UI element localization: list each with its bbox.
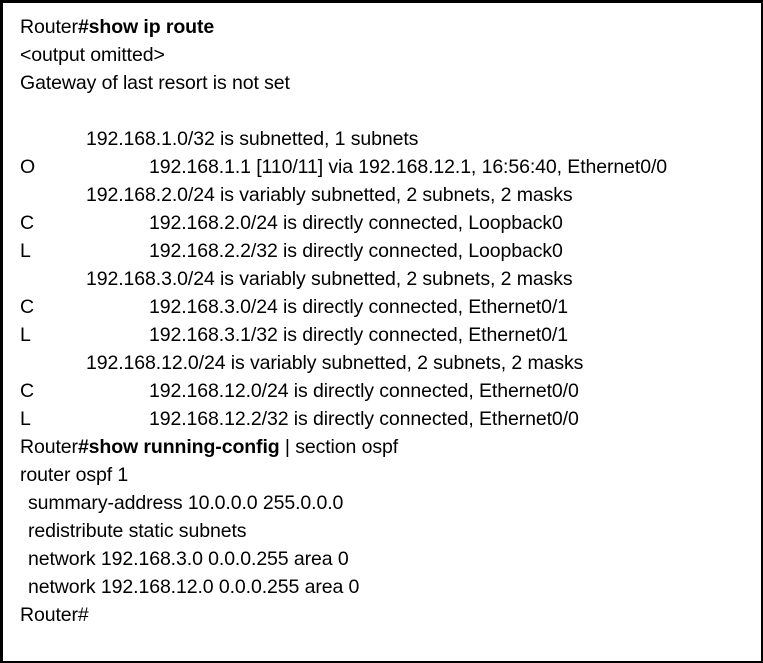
route-code: C — [20, 380, 34, 402]
route-entry-text: 192.168.2.2/32 is directly connected, Lo… — [149, 240, 563, 262]
command-text: #show ip route — [77, 16, 215, 38]
command-pipe-filter: | section ospf — [279, 436, 399, 458]
route-code: C — [20, 212, 34, 234]
command-line-show-running-config: Router#show running-config | section osp… — [20, 433, 761, 461]
route-row: O 192.168.1.1 [110/11] via 192.168.12.1,… — [20, 153, 761, 181]
route-entry-text: 192.168.3.1/32 is directly connected, Et… — [149, 324, 568, 346]
command-line-show-ip-route: Router#show ip route — [20, 13, 761, 41]
subnet-header-line: 192.168.3.0/24 is variably subnetted, 2 … — [86, 268, 573, 290]
ospf-process-line: router ospf 1 — [20, 464, 129, 486]
subnet-header-line: 192.168.2.0/24 is variably subnetted, 2 … — [86, 184, 573, 206]
route-row: L 192.168.2.2/32 is directly connected, … — [20, 237, 761, 265]
ospf-config-line: redistribute static subnets — [28, 520, 247, 542]
output-omitted-notice: <output omitted> — [20, 44, 165, 66]
route-code: L — [20, 408, 31, 430]
command-text: #show running-config — [77, 436, 280, 458]
route-entry-text: 192.168.12.0/24 is directly connected, E… — [149, 380, 579, 402]
prompt-label: Router — [20, 436, 78, 458]
blank-spacer-line — [20, 97, 761, 125]
route-code: C — [20, 296, 34, 318]
route-row: C 192.168.12.0/24 is directly connected,… — [20, 377, 761, 405]
terminal-body: Router#show ip route <output omitted> Ga… — [3, 3, 761, 629]
route-entry-text: 192.168.3.0/24 is directly connected, Et… — [149, 296, 568, 318]
route-row: L 192.168.3.1/32 is directly connected, … — [20, 321, 761, 349]
ospf-config-line: network 192.168.3.0 0.0.0.255 area 0 — [28, 548, 349, 570]
route-code: L — [20, 324, 31, 346]
route-code: O — [20, 156, 36, 178]
route-row: C 192.168.2.0/24 is directly connected, … — [20, 209, 761, 237]
route-entry-text: 192.168.12.2/32 is directly connected, E… — [149, 408, 579, 430]
route-code: L — [20, 240, 31, 262]
route-row: L 192.168.12.2/32 is directly connected,… — [20, 405, 761, 433]
prompt-label: Router — [20, 16, 78, 38]
route-entry-text: 192.168.2.0/24 is directly connected, Lo… — [149, 212, 563, 234]
gateway-of-last-resort-line: Gateway of last resort is not set — [20, 72, 290, 94]
route-entry-text: 192.168.1.1 [110/11] via 192.168.12.1, 1… — [149, 156, 668, 178]
final-prompt-line: Router# — [20, 604, 89, 626]
ospf-config-line: network 192.168.12.0 0.0.0.255 area 0 — [28, 576, 360, 598]
route-row: C 192.168.3.0/24 is directly connected, … — [20, 293, 761, 321]
ospf-config-line: summary-address 10.0.0.0 255.0.0.0 — [28, 492, 344, 514]
subnet-header-line: 192.168.1.0/32 is subnetted, 1 subnets — [86, 128, 419, 150]
subnet-header-line: 192.168.12.0/24 is variably subnetted, 2… — [86, 352, 584, 374]
